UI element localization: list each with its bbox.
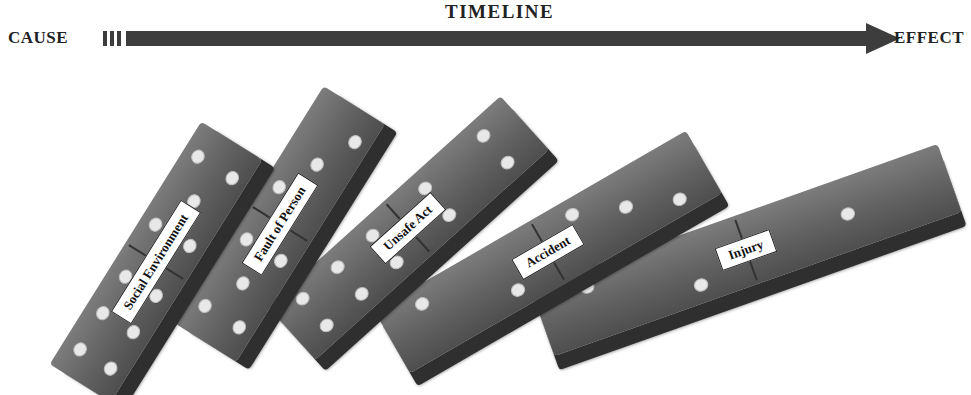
domino-pip	[318, 316, 336, 334]
domino-pip	[413, 295, 431, 312]
domino-pip	[346, 133, 364, 151]
domino-pip	[617, 198, 635, 215]
domino-pip	[196, 297, 214, 315]
domino-label: Accident	[511, 224, 585, 280]
domino-label: Unsafe Act	[369, 192, 446, 265]
timeline-dash	[110, 31, 114, 46]
domino-pip	[71, 340, 89, 358]
domino-pip	[293, 290, 311, 308]
timeline-label: CAUSE	[8, 28, 68, 48]
domino-pip	[474, 127, 492, 145]
domino-pip	[328, 258, 346, 276]
timeline-label: TIMELINE	[445, 1, 554, 23]
domino-pip	[579, 279, 596, 295]
domino-pip	[102, 360, 120, 378]
timeline-label: EFFECT	[894, 28, 964, 48]
domino-pip	[125, 323, 143, 341]
domino-pip	[509, 281, 527, 298]
domino-pip	[189, 148, 207, 166]
domino-pip	[94, 304, 112, 322]
domino-pip	[223, 169, 241, 187]
domino-pip	[693, 277, 710, 293]
domino-pip	[230, 318, 248, 336]
domino-label: Injury	[715, 229, 778, 271]
timeline-dash	[103, 31, 107, 46]
domino-pip	[498, 153, 516, 171]
domino-pip	[353, 285, 371, 303]
domino-pip	[839, 206, 856, 222]
domino-pip	[671, 191, 689, 208]
domino-pip	[234, 274, 252, 292]
domino-pip	[563, 206, 581, 223]
domino-pip	[308, 156, 326, 174]
timeline-dash	[117, 31, 121, 46]
timeline-bar	[126, 31, 870, 46]
